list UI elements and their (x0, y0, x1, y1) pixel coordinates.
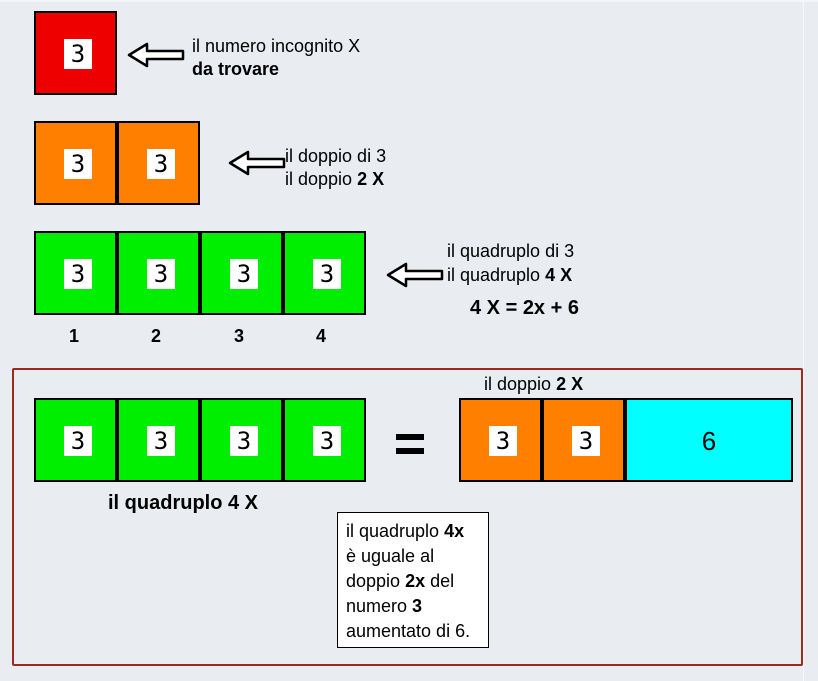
value-tile: 3 (64, 426, 92, 456)
unknown-label-line2: da trovare (192, 59, 280, 79)
double-top-label: il doppio 2 X (484, 374, 584, 394)
value-tile: 3 (147, 149, 175, 179)
value-tile: 3 (230, 259, 258, 289)
value-tile: 3 (313, 259, 341, 289)
value-tile: 3 (313, 426, 341, 456)
quadruple-box-2: 3 (117, 231, 200, 315)
constant-value: 6 (701, 426, 717, 456)
equation: 4 X = 2x + 6 (470, 297, 579, 319)
quadruple-label-line1: il quadruplo di 3 (447, 241, 575, 261)
bottom-double-box-1: 3 (459, 398, 542, 482)
bottom-quadruple-box-4: 3 (283, 398, 366, 482)
unknown-label-line1: il numero incognito X (192, 36, 361, 56)
value-tile: 3 (147, 426, 175, 456)
box-number-1: 1 (68, 326, 79, 346)
constant-six-box: 6 (625, 398, 793, 482)
value-tile: 3 (64, 259, 92, 289)
note-line-5: aumentato di 6. (346, 621, 471, 641)
note-line-4: numero 3 (346, 596, 423, 616)
note-line-2: è uguale al (346, 546, 435, 566)
double-label-line1: il doppio di 3 (285, 146, 387, 166)
box-number-4: 4 (315, 326, 326, 346)
quadruple-box-3: 3 (200, 231, 283, 315)
value-tile: 3 (147, 259, 175, 289)
left-arrow-icon (228, 150, 286, 176)
bottom-double-box-2: 3 (542, 398, 625, 482)
quadruple-box-1: 3 (34, 231, 117, 315)
top-edge (0, 0, 818, 2)
double-box-1: 3 (34, 121, 117, 205)
double-label-line2: il doppio 2 X (285, 169, 385, 189)
quadruple-bottom-label: il quadruplo 4 X (108, 492, 259, 514)
quadruple-label-line2: il quadruplo 4 X (447, 265, 573, 285)
box-number-3: 3 (233, 326, 244, 346)
unknown-x-box: 3 (34, 11, 117, 95)
value-tile: 3 (64, 39, 92, 69)
note-line-1: il quadruplo 4x (346, 521, 465, 541)
value-tile: 3 (572, 426, 600, 456)
left-arrow-icon (386, 262, 444, 288)
value-tile: 3 (230, 426, 258, 456)
note-line-3: doppio 2x del (346, 571, 455, 591)
bottom-quadruple-box-2: 3 (117, 398, 200, 482)
box-number-2: 2 (150, 326, 161, 346)
bottom-quadruple-box-3: 3 (200, 398, 283, 482)
left-arrow-icon (127, 42, 185, 68)
explanation-note: il quadruplo 4x è uguale al doppio 2x de… (337, 512, 489, 648)
value-tile: 3 (489, 426, 517, 456)
right-edge (803, 0, 804, 681)
equals-sign (396, 428, 430, 458)
value-tile: 3 (64, 149, 92, 179)
quadruple-box-4: 3 (283, 231, 366, 315)
bottom-quadruple-box-1: 3 (34, 398, 117, 482)
double-box-2: 3 (117, 121, 200, 205)
comparison-frame (12, 368, 803, 666)
